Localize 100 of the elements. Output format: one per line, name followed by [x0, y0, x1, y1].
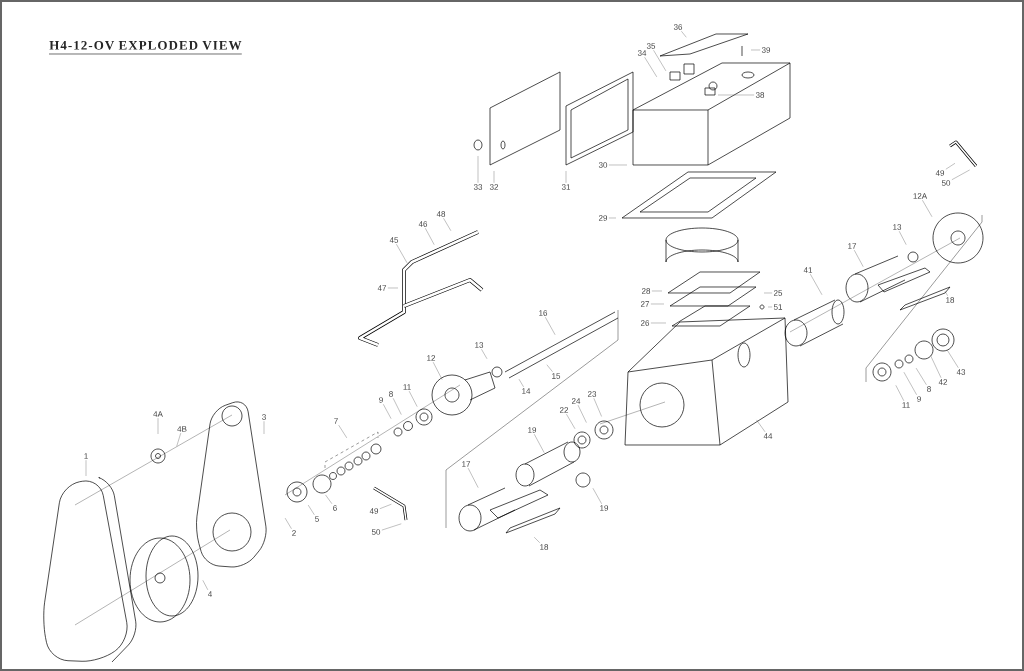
callout-number: 23	[587, 391, 597, 397]
leader-line	[951, 169, 970, 180]
callout-number: 38	[755, 92, 765, 98]
leader-line	[810, 273, 823, 295]
callout-number: 51	[773, 304, 783, 310]
leader-line	[651, 290, 663, 292]
callout-number: 8	[389, 391, 393, 397]
leader-line	[534, 537, 540, 543]
callout-number: 19	[600, 505, 609, 511]
callout-number: 11	[902, 402, 910, 408]
leader-line	[409, 390, 418, 407]
callout-number: 19	[528, 427, 537, 433]
callout-number: 41	[803, 267, 813, 273]
leader-line	[650, 303, 665, 305]
callout-number: 28	[641, 288, 651, 294]
leader-line	[608, 217, 617, 219]
leader-line	[481, 349, 488, 359]
leader-line	[338, 424, 347, 439]
leader-line	[945, 163, 956, 170]
callout-number: 48	[436, 211, 446, 217]
callout-number: 36	[673, 24, 683, 30]
callout-number: 2	[292, 530, 296, 536]
leader-line	[383, 404, 392, 419]
leader-line	[717, 94, 755, 96]
leader-line	[202, 580, 208, 590]
leader-line	[899, 231, 907, 245]
callout-number: 22	[559, 407, 569, 413]
leader-line	[915, 367, 927, 385]
callout-number: 32	[489, 184, 499, 190]
leader-line	[944, 291, 948, 296]
callout-number: 44	[763, 433, 773, 439]
callout-number: 9	[379, 397, 383, 403]
callout-number: 13	[475, 342, 484, 348]
leader-line	[854, 249, 864, 267]
leader-line	[387, 287, 399, 289]
callout-number: 24	[571, 398, 581, 404]
leader-line	[284, 517, 292, 529]
callout-number: 49	[369, 508, 379, 514]
leader-line	[608, 164, 628, 166]
leader-line	[545, 317, 556, 335]
leader-line	[644, 57, 657, 78]
callout-number: 45	[389, 237, 399, 243]
callout-number: 39	[761, 47, 771, 53]
leader-line	[763, 292, 773, 294]
leader-line	[425, 228, 435, 245]
callout-number: 25	[773, 290, 783, 296]
leader-line	[325, 494, 333, 504]
leader-line	[308, 504, 315, 515]
callout-number: 47	[377, 285, 387, 291]
leader-line	[534, 434, 545, 453]
leader-line	[593, 398, 602, 417]
title: H4-12-OV EXPLODED VIEW	[48, 41, 243, 55]
leader-line	[903, 372, 917, 395]
callout-number: 4	[207, 591, 212, 597]
callout-number: 35	[646, 43, 656, 49]
callout-number: 12	[427, 355, 436, 361]
callout-number: 12A	[913, 193, 928, 199]
leader-line	[653, 50, 667, 72]
leader-line	[750, 49, 761, 51]
leader-line	[930, 355, 942, 378]
callout-number: 17	[462, 461, 471, 467]
callout-number: 14	[522, 388, 531, 394]
callout-number: 43	[956, 369, 966, 375]
leader-line	[650, 322, 667, 324]
leader-line	[577, 405, 587, 423]
leader-line	[922, 200, 933, 217]
leader-line	[381, 523, 402, 531]
leader-line	[592, 488, 602, 504]
callout-number: 46	[418, 221, 428, 227]
callout-number: 15	[552, 373, 561, 379]
leader-line	[433, 362, 443, 380]
leader-line	[767, 306, 773, 308]
callout-number: 33	[473, 184, 483, 190]
callout-number: 26	[640, 320, 650, 326]
callout-number: 7	[334, 418, 338, 424]
callout-number: 4B	[177, 426, 187, 432]
callout-number: 30	[598, 162, 608, 168]
leader-line	[518, 379, 524, 387]
leader-line	[379, 504, 392, 509]
callout-number: 3	[262, 414, 266, 420]
callout-number: 13	[893, 224, 902, 230]
callout-number: 42	[938, 379, 948, 385]
callout-number: 18	[946, 297, 955, 303]
callout-number: 6	[333, 505, 337, 511]
leader-line	[947, 349, 959, 368]
callout-number: 8	[927, 386, 931, 392]
leader-line	[392, 398, 402, 415]
callout-number: 17	[848, 243, 857, 249]
callout-number: 18	[540, 544, 549, 550]
leader-line	[756, 419, 766, 432]
callout-number: 31	[561, 184, 571, 190]
callout-number: 1	[84, 453, 88, 459]
leader-line	[895, 385, 905, 401]
callout-number: 29	[598, 215, 608, 221]
callout-number: 50	[371, 529, 381, 535]
callout-number: 11	[403, 384, 411, 390]
callout-number: 34	[637, 50, 647, 56]
callout-number: 49	[935, 170, 945, 176]
callout-number: 16	[539, 310, 548, 316]
callout-number: 9	[917, 396, 921, 402]
